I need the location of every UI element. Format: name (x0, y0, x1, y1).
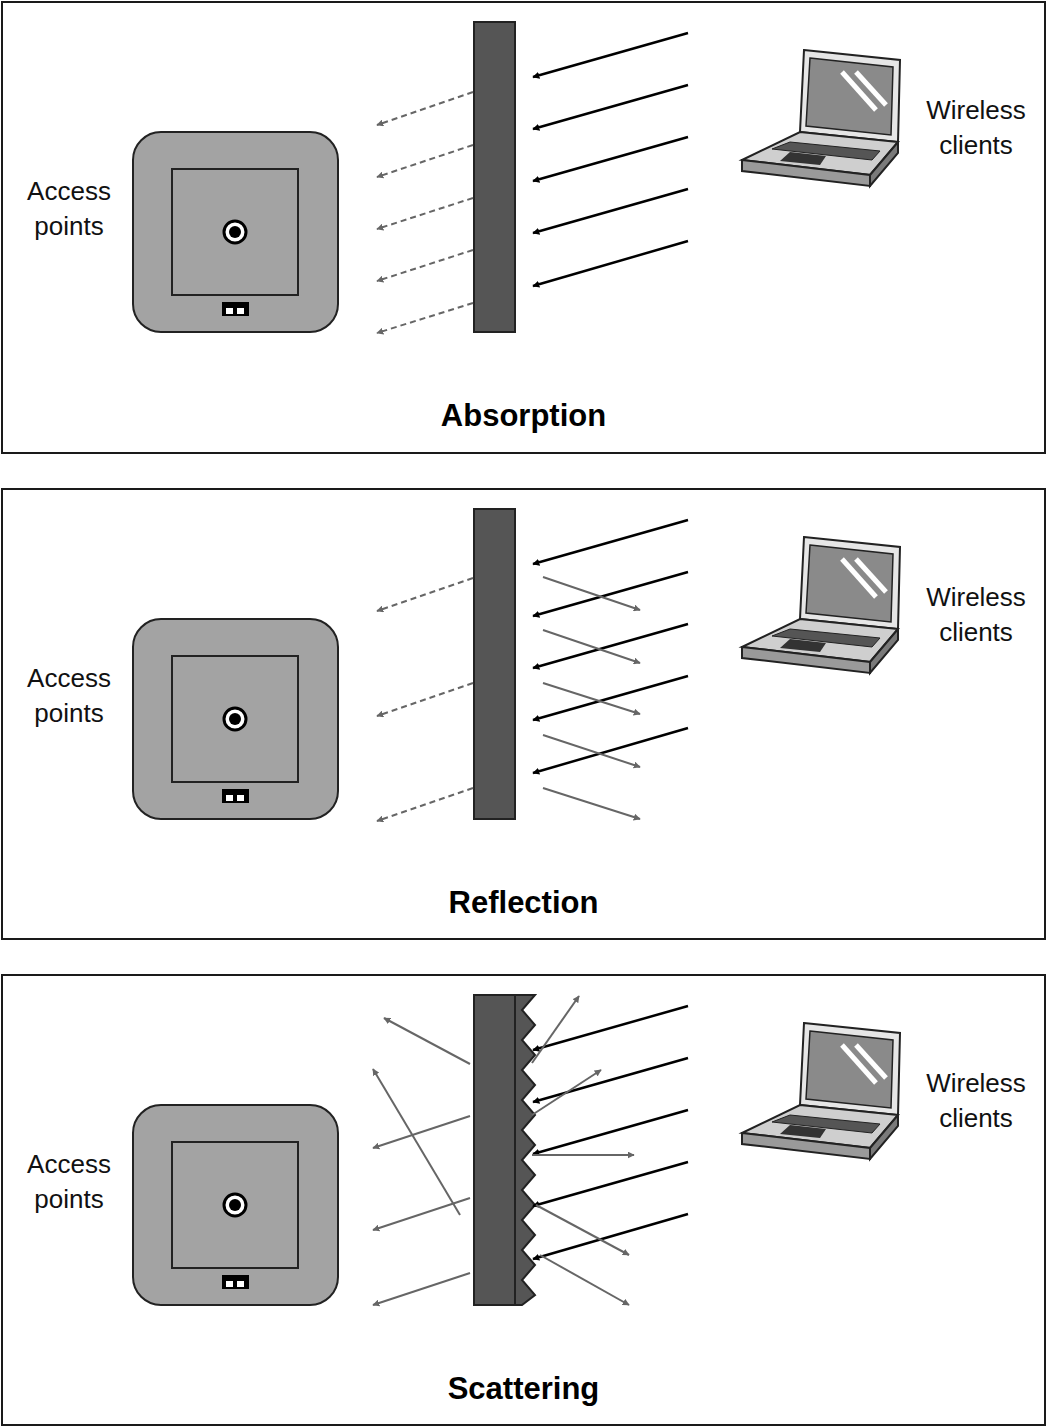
rough-surface (515, 995, 535, 1305)
laptop (742, 50, 900, 186)
incoming-signal (533, 33, 688, 286)
laptop (742, 537, 900, 673)
reflection-scene (133, 509, 900, 821)
absorbed-signal (377, 92, 473, 333)
panel-title: Reflection (3, 885, 1044, 921)
device-label: Access points (14, 1147, 124, 1217)
scene-panel: Absorption (1, 1, 1046, 454)
device-label: Access points (14, 174, 124, 244)
device-label: Wireless clients (911, 1066, 1041, 1136)
scattering-scene (133, 995, 900, 1305)
laptop (742, 1023, 900, 1159)
panel-title: Absorption (3, 398, 1044, 434)
access-point (133, 619, 338, 819)
scene-panel: Scattering (1, 974, 1046, 1426)
incoming-signal (533, 1006, 688, 1259)
panel-title: Scattering (3, 1371, 1044, 1407)
scattered-signal (373, 996, 634, 1305)
wall (474, 509, 515, 819)
access-point (133, 1105, 338, 1305)
device-label: Access points (14, 661, 124, 731)
wall (474, 22, 515, 332)
device-label: Wireless clients (911, 93, 1041, 163)
access-point (133, 132, 338, 332)
passing-signal (377, 578, 473, 821)
reflected-signal (543, 577, 640, 819)
incoming-signal (533, 520, 688, 773)
absorption-scene (133, 22, 900, 333)
scene-panel: Reflection (1, 488, 1046, 940)
device-label: Wireless clients (911, 580, 1041, 650)
wall (474, 995, 515, 1305)
